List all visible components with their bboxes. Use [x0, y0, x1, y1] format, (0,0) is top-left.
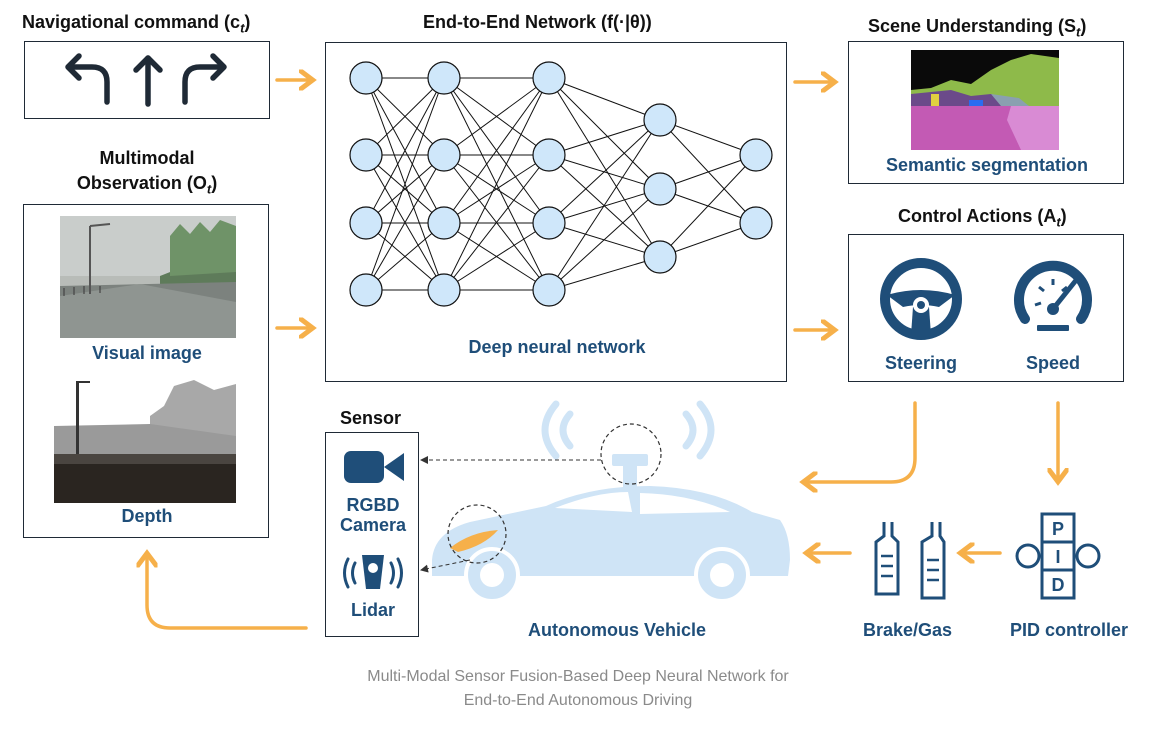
nn-node: [349, 138, 383, 172]
segmentation-image: [911, 50, 1059, 150]
steering-label: Steering: [884, 353, 958, 373]
lidar-icon: [343, 555, 403, 589]
nn-edge: [443, 77, 550, 224]
scene-box: Semantic segmentation: [848, 41, 1124, 184]
depth-image: [54, 376, 236, 503]
nn-edge: [548, 77, 661, 121]
lidar-label: Lidar: [350, 600, 395, 620]
nn-node: [427, 273, 461, 307]
neural-network-graph: [349, 61, 773, 307]
arrow-steering-to-vehicle: [805, 401, 917, 482]
arrow-sensor-to-observation: [147, 555, 308, 630]
observation-box: Visual image Depth: [23, 204, 269, 538]
pid-d-letter: D: [1052, 575, 1065, 595]
dnn-label: Deep neural network: [468, 337, 646, 357]
nn-edge: [365, 77, 445, 291]
brake-gas-pedal-icon: [874, 522, 946, 600]
nav-command-title: Navigational command (ct): [22, 12, 251, 36]
autonomous-vehicle-icon: [432, 400, 790, 603]
network-title: End-to-End Network (f(·|θ)): [423, 12, 652, 32]
nn-edge: [443, 154, 550, 224]
speedometer-icon: [1014, 260, 1092, 331]
control-title: Control Actions (At): [898, 206, 1067, 230]
rgbd-camera-label: RGBD Camera: [339, 495, 407, 535]
nav-command-box: [24, 41, 270, 119]
visual-image: [60, 216, 236, 338]
vehicle-label: Autonomous Vehicle: [527, 620, 707, 640]
camera-icon: [344, 451, 404, 483]
nn-node: [427, 138, 461, 172]
nn-edge: [365, 77, 445, 156]
nn-edge: [548, 188, 661, 224]
nn-node: [532, 138, 566, 172]
observation-title: Multimodal Observation (Ot): [76, 148, 218, 197]
nn-node: [349, 206, 383, 240]
steering-wheel-icon: [880, 258, 962, 340]
turn-right-arrow-icon: [182, 53, 227, 105]
nn-edge: [548, 77, 661, 258]
nn-node: [643, 240, 677, 274]
nn-edge: [659, 119, 757, 156]
straight-arrow-icon: [133, 55, 163, 107]
pid-p-letter: P: [1052, 519, 1064, 539]
network-box: Deep neural network: [325, 42, 787, 382]
nn-node: [739, 206, 773, 240]
lidar-dashed-link: [420, 559, 471, 573]
nn-edge: [365, 77, 445, 224]
turn-left-arrow-icon: [65, 53, 110, 105]
control-box: Steering Speed: [848, 234, 1124, 382]
nn-edge: [443, 77, 550, 156]
nn-edge: [548, 188, 661, 291]
nn-node: [532, 61, 566, 95]
pid-icon: P I D: [1015, 512, 1101, 600]
nn-node: [427, 61, 461, 95]
nn-edge: [548, 119, 661, 224]
nn-edge: [659, 154, 757, 190]
nn-node: [349, 273, 383, 307]
pid-i-letter: I: [1055, 547, 1060, 567]
brake-gas-label: Brake/Gas: [862, 620, 953, 640]
nn-edge: [365, 222, 445, 291]
depth-label: Depth: [121, 506, 173, 526]
semseg-label: Semantic segmentation: [885, 155, 1089, 175]
sensor-box: RGBD Camera Lidar: [325, 432, 419, 637]
pid-label: PID controller: [1009, 620, 1129, 640]
caption-line-1: Multi-Modal Sensor Fusion-Based Deep Neu…: [367, 668, 789, 685]
nn-edge: [443, 222, 550, 291]
nn-edge: [443, 77, 550, 291]
nn-node: [349, 61, 383, 95]
nn-edge: [548, 119, 661, 291]
speed-label: Speed: [1025, 353, 1081, 373]
nn-edge: [443, 154, 550, 291]
caption-line-2: End-to-End Autonomous Driving: [463, 692, 693, 709]
nn-edge: [365, 154, 445, 224]
nn-edge: [548, 77, 661, 190]
nn-node: [427, 206, 461, 240]
nn-edge: [659, 222, 757, 258]
nn-edge: [548, 119, 661, 156]
nn-node: [643, 103, 677, 137]
nn-node: [739, 138, 773, 172]
nn-edge: [659, 154, 757, 258]
sensor-title: Sensor: [340, 408, 402, 428]
nn-node: [532, 273, 566, 307]
scene-title: Scene Understanding (St): [868, 16, 1087, 40]
nn-edge: [548, 256, 661, 291]
nn-node: [532, 206, 566, 240]
nn-node: [643, 172, 677, 206]
visual-label: Visual image: [92, 343, 202, 363]
nn-edge: [365, 154, 445, 291]
